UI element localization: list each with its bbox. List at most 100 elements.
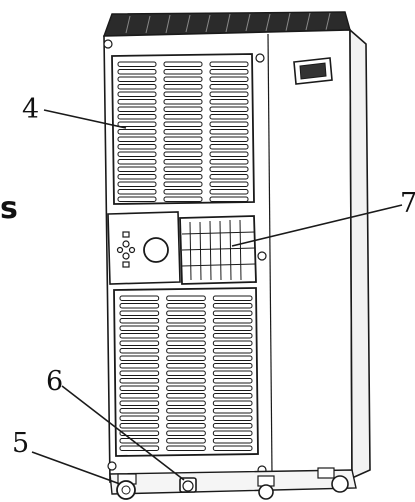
grille-slat bbox=[209, 91, 249, 97]
grille-slat bbox=[117, 76, 157, 82]
grille-slat bbox=[212, 430, 253, 436]
grille-slat bbox=[117, 174, 157, 180]
grille-slat bbox=[209, 196, 249, 202]
caster-wheel-front-right bbox=[257, 475, 275, 500]
leader-line-4 bbox=[43, 109, 127, 129]
grille-slat bbox=[163, 166, 203, 172]
grille-slat bbox=[212, 303, 253, 309]
grille-slat bbox=[166, 408, 206, 414]
grille-slat bbox=[212, 393, 253, 399]
grille-slat bbox=[117, 106, 157, 112]
grille-slat bbox=[117, 114, 157, 120]
grille-slat bbox=[163, 84, 203, 90]
upper-air-filter-grille bbox=[111, 53, 255, 205]
grille-slat bbox=[209, 181, 249, 187]
grille-slat bbox=[166, 363, 206, 369]
grille-slat bbox=[209, 189, 249, 195]
side-handle bbox=[293, 57, 333, 85]
grille-slat bbox=[209, 69, 249, 75]
grille-slat bbox=[209, 114, 249, 120]
grille-slat bbox=[163, 151, 203, 157]
grille-slat bbox=[163, 91, 203, 97]
edge-text: s bbox=[0, 191, 18, 226]
grille-slat bbox=[117, 99, 157, 105]
grille-slat bbox=[212, 348, 253, 354]
grille-slat bbox=[119, 378, 160, 384]
grille-slat bbox=[166, 318, 206, 324]
grille-slat bbox=[163, 129, 203, 135]
grille-slat bbox=[212, 445, 253, 451]
grille-slat bbox=[209, 61, 249, 67]
grille-slat bbox=[212, 295, 253, 301]
grille-slat bbox=[119, 363, 160, 369]
grille-slat bbox=[163, 196, 203, 202]
grille-slat bbox=[212, 310, 253, 316]
grille-slat bbox=[117, 196, 157, 202]
grille-slat bbox=[117, 136, 157, 142]
grille-slat bbox=[119, 423, 160, 429]
grille-slat bbox=[163, 99, 203, 105]
grille-slat bbox=[212, 423, 253, 429]
grille-slat bbox=[117, 61, 157, 67]
grille-slat bbox=[166, 430, 206, 436]
grille-slat bbox=[163, 144, 203, 150]
grille-slat bbox=[166, 310, 206, 316]
grille-slat bbox=[166, 393, 206, 399]
unit-side-panel bbox=[349, 28, 371, 480]
grille-slat bbox=[166, 333, 206, 339]
grille-slat bbox=[209, 151, 249, 157]
grille-slat bbox=[209, 106, 249, 112]
grille-slat bbox=[119, 295, 160, 301]
grille-slat bbox=[166, 385, 206, 391]
grille-slat bbox=[212, 363, 253, 369]
grille-slat bbox=[166, 423, 206, 429]
grille-slat bbox=[212, 370, 253, 376]
grille-slat bbox=[163, 121, 203, 127]
grille-slat bbox=[212, 400, 253, 406]
grille-slat bbox=[212, 333, 253, 339]
exhaust-vent bbox=[179, 215, 267, 285]
grille-slat bbox=[163, 189, 203, 195]
grille-slat bbox=[119, 325, 160, 331]
grille-slat bbox=[212, 325, 253, 331]
grille-slat bbox=[209, 136, 249, 142]
grille-slat bbox=[209, 129, 249, 135]
grille-slat bbox=[212, 415, 253, 421]
grille-slat bbox=[117, 166, 157, 172]
grille-slat bbox=[117, 129, 157, 135]
lower-air-filter-grille bbox=[113, 287, 259, 457]
leader-line-7 bbox=[231, 204, 403, 247]
grille-slat bbox=[119, 415, 160, 421]
grille-slat bbox=[117, 181, 157, 187]
grille-slat bbox=[209, 99, 249, 105]
power-knob-icon bbox=[143, 237, 169, 263]
grille-slat bbox=[212, 408, 253, 414]
grille-slat bbox=[209, 84, 249, 90]
grille-slat bbox=[166, 378, 206, 384]
grille-slat bbox=[163, 174, 203, 180]
grille-slat bbox=[163, 106, 203, 112]
grille-slat bbox=[163, 181, 203, 187]
grille-slat bbox=[166, 370, 206, 376]
grille-slat bbox=[212, 340, 253, 346]
grille-slat bbox=[119, 430, 160, 436]
grille-slat bbox=[209, 174, 249, 180]
grille-slat bbox=[212, 355, 253, 361]
grille-slat bbox=[166, 415, 206, 421]
grille-slat bbox=[117, 121, 157, 127]
caster-wheel-front-left bbox=[116, 473, 137, 500]
grille-slat bbox=[117, 91, 157, 97]
grille-slat bbox=[119, 303, 160, 309]
grille-slat bbox=[119, 438, 160, 444]
grille-slat bbox=[163, 76, 203, 82]
grille-slat bbox=[119, 408, 160, 414]
leader-line-6 bbox=[61, 385, 185, 481]
grille-slat bbox=[119, 385, 160, 391]
grille-slat bbox=[209, 166, 249, 172]
caster-wheel-rear-right bbox=[317, 467, 349, 493]
grille-slat bbox=[119, 340, 160, 346]
grille-slat bbox=[163, 114, 203, 120]
leader-line-5 bbox=[31, 451, 121, 485]
